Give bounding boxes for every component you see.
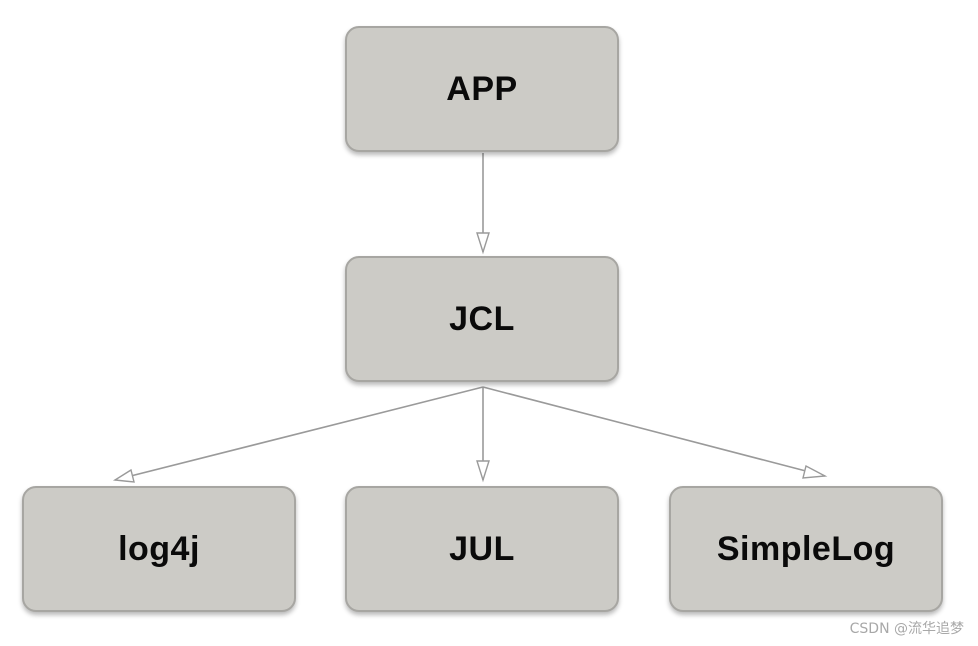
node-log4j-label: log4j	[118, 529, 200, 568]
edge-jcl-simplelog	[482, 386, 828, 479]
arrowhead-jcl-simplelog	[802, 464, 828, 479]
arrowhead-app-jcl	[476, 232, 490, 255]
edge-jcl-jul	[476, 387, 490, 483]
edge-app-jcl	[476, 153, 490, 255]
node-log4j: log4j	[22, 486, 296, 612]
edge-jcl-log4j	[112, 386, 484, 483]
node-jcl: JCL	[345, 256, 619, 382]
node-app: APP	[345, 26, 619, 152]
node-jul: JUL	[345, 486, 619, 612]
node-simplelog-label: SimpleLog	[716, 529, 896, 568]
node-simplelog: SimpleLog	[669, 486, 943, 612]
arrowhead-jcl-log4j	[112, 468, 135, 483]
node-app-label: APP	[446, 69, 518, 108]
arrowhead-jcl-jul	[476, 460, 490, 483]
node-jul-label: JUL	[449, 529, 515, 568]
node-jcl-label: JCL	[449, 299, 515, 338]
watermark: CSDN @流华追梦	[849, 621, 964, 637]
